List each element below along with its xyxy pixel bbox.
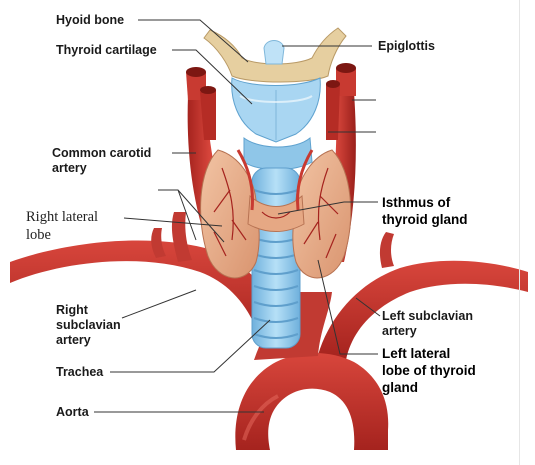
trachea — [251, 167, 301, 349]
label-epiglottis: Epiglottis — [378, 39, 435, 53]
label-left-subclavian-artery: Left subclavian artery — [382, 309, 473, 338]
label-thyroid-cartilage: Thyroid cartilage — [56, 43, 157, 57]
leader-hyoid-bone — [138, 19, 249, 63]
leader-right-lateral-lobe-branch — [158, 189, 225, 243]
leader-isthmus — [277, 201, 378, 215]
leader-right-lateral-lobe — [123, 217, 223, 227]
hyoid-bone — [203, 27, 347, 83]
label-isthmus-of-thyroid-gland: Isthmus of thyroid gland — [382, 195, 468, 227]
label-common-carotid-artery: Common carotid artery — [52, 146, 152, 175]
image-right-border — [519, 0, 520, 465]
leader-lines — [94, 19, 381, 413]
label-right-subclavian-artery: Right subclavian artery — [56, 303, 121, 347]
epiglottis — [263, 40, 285, 65]
label-aorta: Aorta — [56, 405, 89, 419]
label-trachea: Trachea — [56, 365, 104, 379]
label-left-lateral-lobe: Left lateral lobe of thyroid gland — [382, 346, 476, 395]
label-right-lateral-lobe: Right lateral lobe — [26, 209, 99, 243]
cricoid-cartilage — [243, 136, 313, 170]
thyroid-cartilage — [231, 77, 321, 143]
leader-thyroid-cartilage — [172, 49, 253, 105]
label-hyoid-bone: Hyoid bone — [56, 13, 125, 27]
leader-trachea — [110, 319, 271, 373]
left-subclavian-artery — [318, 232, 528, 360]
thyroid-gland — [200, 149, 352, 279]
leader-right-subclavian — [121, 289, 197, 319]
leader-left-subclavian — [355, 297, 381, 317]
isthmus-shape — [247, 194, 305, 232]
leader-left-lateral-lobe — [317, 259, 378, 355]
